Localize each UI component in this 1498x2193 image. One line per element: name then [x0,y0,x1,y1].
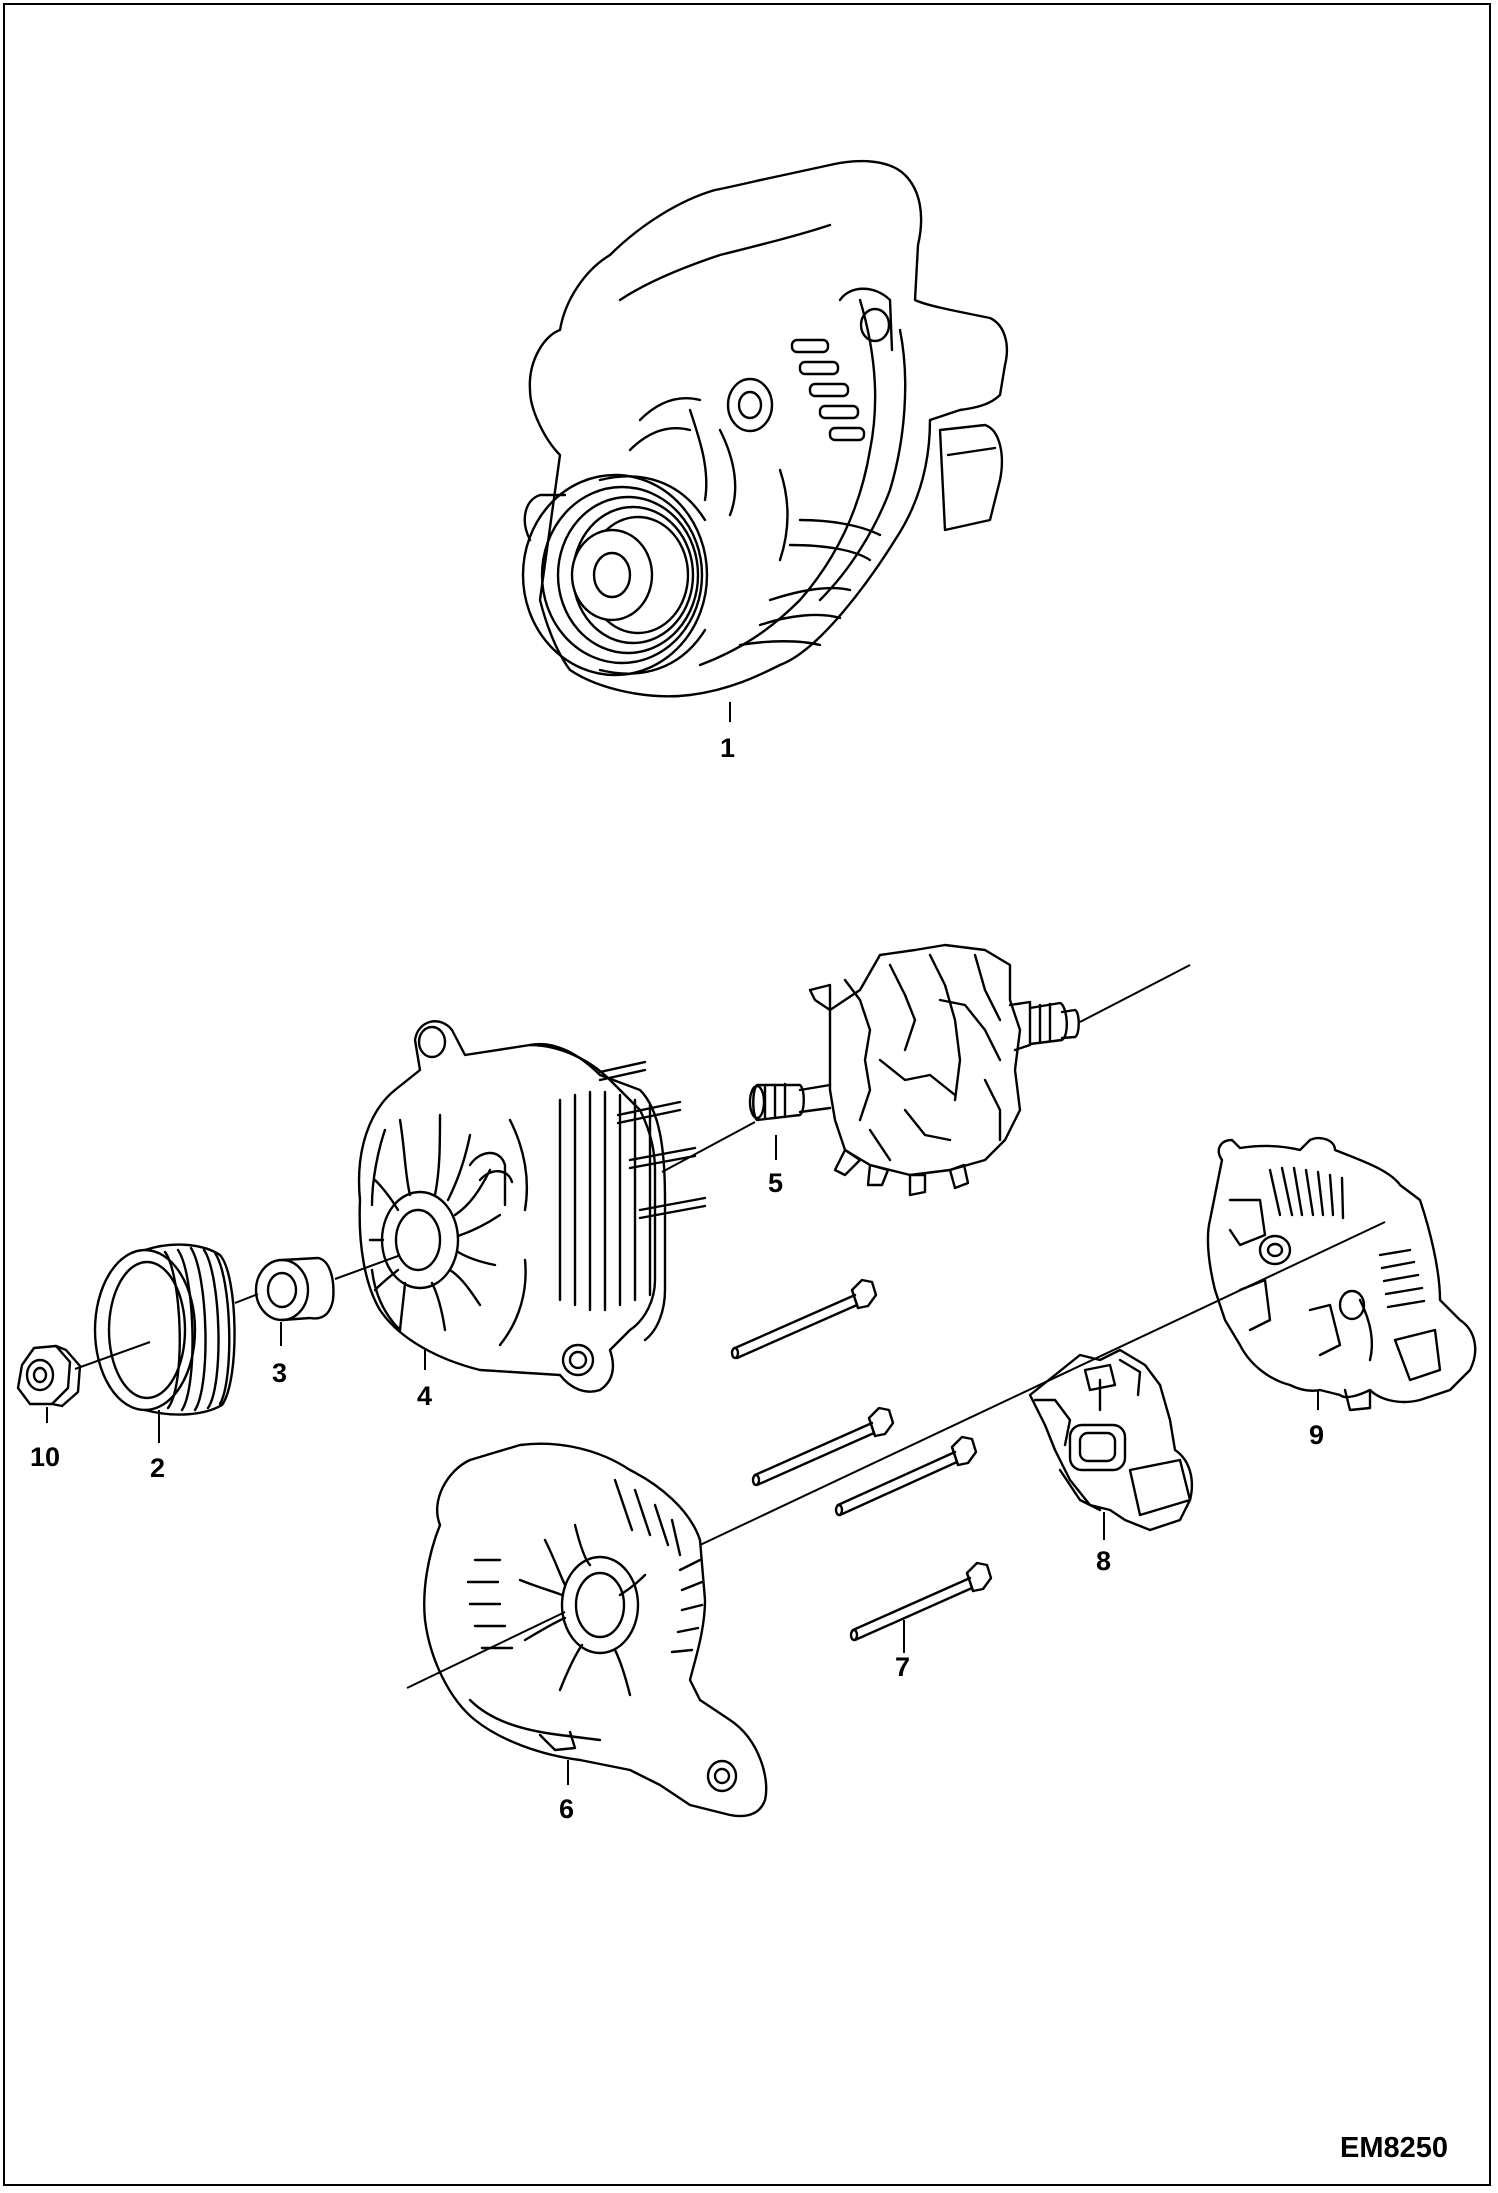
callout-4: 4 [417,1381,433,1411]
brush-holder-regulator [1028,1348,1194,1532]
callout-3: 3 [272,1358,288,1388]
alternator-assembly [521,159,1009,698]
callout-10: 10 [30,1442,61,1472]
bolt-middle-left [751,1406,895,1487]
drive-end-housing [357,1020,707,1393]
callout-6: 6 [559,1794,575,1824]
callout-8: 8 [1096,1546,1112,1576]
bolt-lower [849,1561,993,1642]
slip-ring-end-housing [423,1442,768,1818]
callout-9: 9 [1309,1420,1325,1450]
rotor [748,943,1080,1197]
callout-1: 1 [720,733,736,763]
callout-7: 7 [895,1652,911,1682]
pulley [93,1243,236,1416]
pulley-nut [16,1344,82,1408]
callout-2: 2 [150,1453,166,1483]
bolt-middle-right [834,1435,978,1517]
bolt-upper [730,1278,878,1360]
diagram-border [3,3,1491,2186]
spacer-collar [254,1256,335,1322]
figure-id: EM8250 [1339,2132,1448,2164]
rear-cover [1206,1136,1477,1412]
callout-5: 5 [768,1168,784,1198]
